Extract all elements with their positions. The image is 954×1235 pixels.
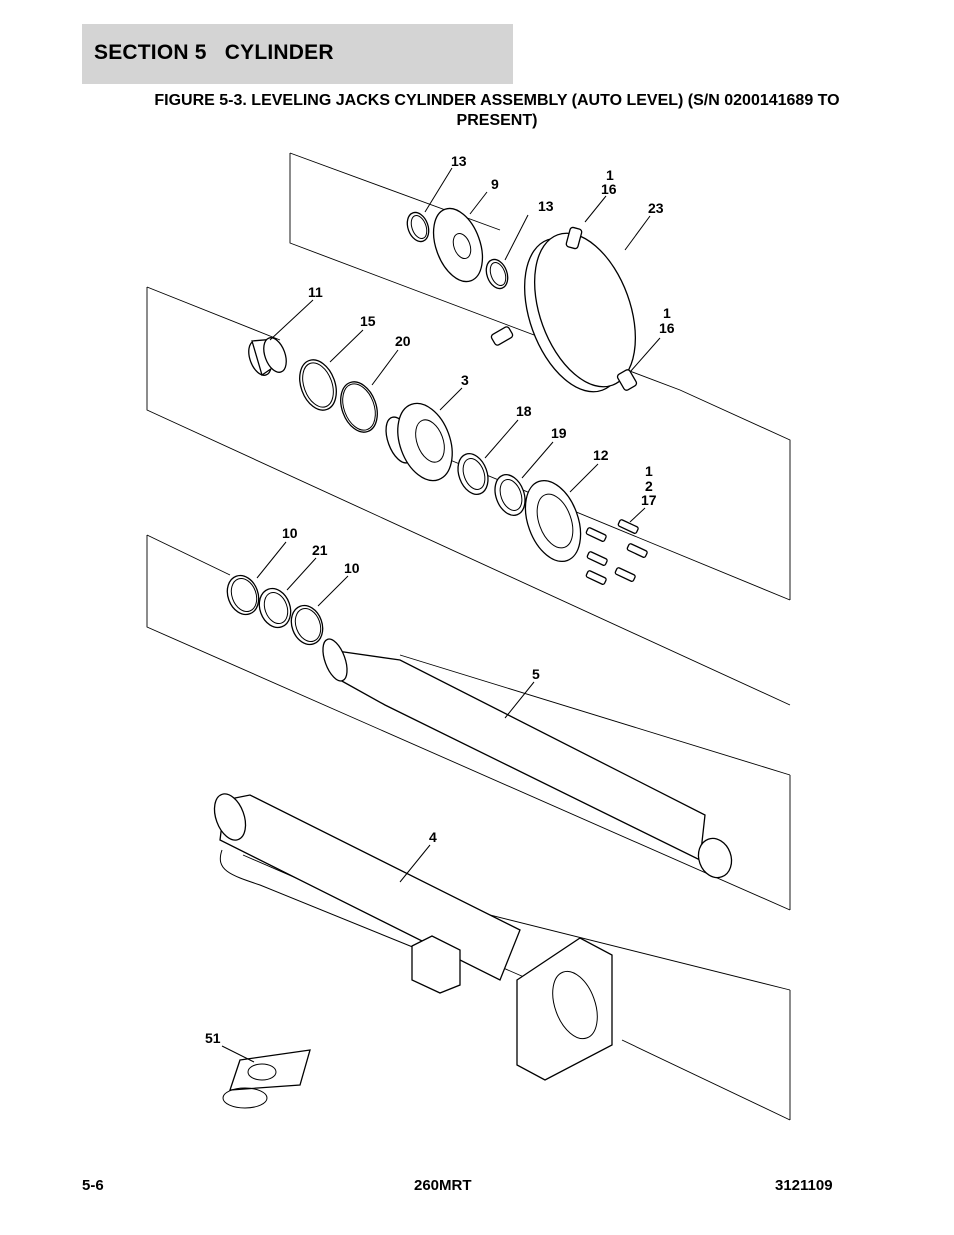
callout-16: 16 (601, 181, 617, 197)
part-11-bushing (248, 337, 287, 377)
callout-13: 13 (451, 153, 467, 169)
callout-20: 20 (395, 333, 411, 349)
callout-5: 5 (532, 666, 540, 682)
part-15-o-ring (299, 359, 337, 411)
figure-title: FIGURE 5-3. LEVELING JACKS CYLINDER ASSE… (82, 91, 912, 131)
footer-doc-number: 3121109 (775, 1177, 833, 1194)
part-5-rod (322, 638, 733, 879)
part-16-fitting-right (616, 369, 638, 391)
callout-9: 9 (491, 176, 499, 192)
part-10-wear-ring-a (226, 574, 260, 616)
callout-18: 18 (516, 403, 532, 419)
leader-lines (221, 167, 661, 1063)
callout-51: 51 (205, 1030, 221, 1046)
callout-15: 15 (360, 313, 376, 329)
callout-3: 3 (461, 372, 469, 388)
callout-19: 19 (551, 425, 567, 441)
assembly-plane-rod (146, 534, 791, 911)
footer-model: 260MRT (414, 1177, 472, 1194)
callout-11: 11 (308, 284, 323, 300)
part-23-cover-plate (523, 232, 637, 393)
section-header-bar: SECTION 5 CYLINDER (82, 24, 513, 84)
callout-12: 12 (593, 447, 609, 463)
callout-1: 1 (606, 167, 614, 183)
callout-13: 13 (538, 198, 554, 214)
part-13-snap-ring-inner (485, 258, 509, 290)
part-21-piston-seal (258, 587, 292, 629)
callout-1: 1 (645, 463, 653, 479)
part-20-backup-ring (340, 381, 378, 433)
footer-page-number: 5-6 (82, 1177, 104, 1194)
section-title: SECTION 5 CYLINDER (94, 41, 334, 64)
part-16-fitting-top (565, 226, 583, 250)
part-17-cap-screws (585, 519, 648, 585)
part-3-cylinder-head (385, 402, 453, 482)
callout-23: 23 (648, 200, 664, 216)
callout-21: 21 (312, 542, 328, 558)
callout-4: 4 (429, 829, 437, 845)
part-4-barrel (213, 793, 613, 1081)
callout-10: 10 (282, 525, 298, 541)
callout-16: 16 (659, 320, 675, 336)
callout-1: 1 (663, 305, 671, 321)
part-9-washer (432, 207, 484, 283)
callout-labels: 13 9 13 1 16 23 11 15 20 1 16 3 18 19 12… (205, 153, 675, 1046)
part-10-wear-ring-b (290, 604, 324, 646)
part-13-snap-ring-outer (406, 211, 430, 243)
part-12-flange-plate (524, 479, 582, 563)
part-51-seal-kit (222, 1049, 311, 1109)
figure-title-line-2: PRESENT) (456, 112, 538, 129)
callout-2: 2 (645, 478, 653, 494)
part-18-wiper (457, 453, 489, 495)
assembly-plane-head (146, 286, 791, 706)
figure-title-line-1: FIGURE 5-3. LEVELING JACKS CYLINDER ASSE… (154, 92, 840, 109)
callout-10: 10 (344, 560, 360, 576)
part-16-fitting-left (490, 326, 514, 346)
part-19-rod-seal (494, 474, 526, 516)
callout-17: 17 (641, 492, 657, 508)
